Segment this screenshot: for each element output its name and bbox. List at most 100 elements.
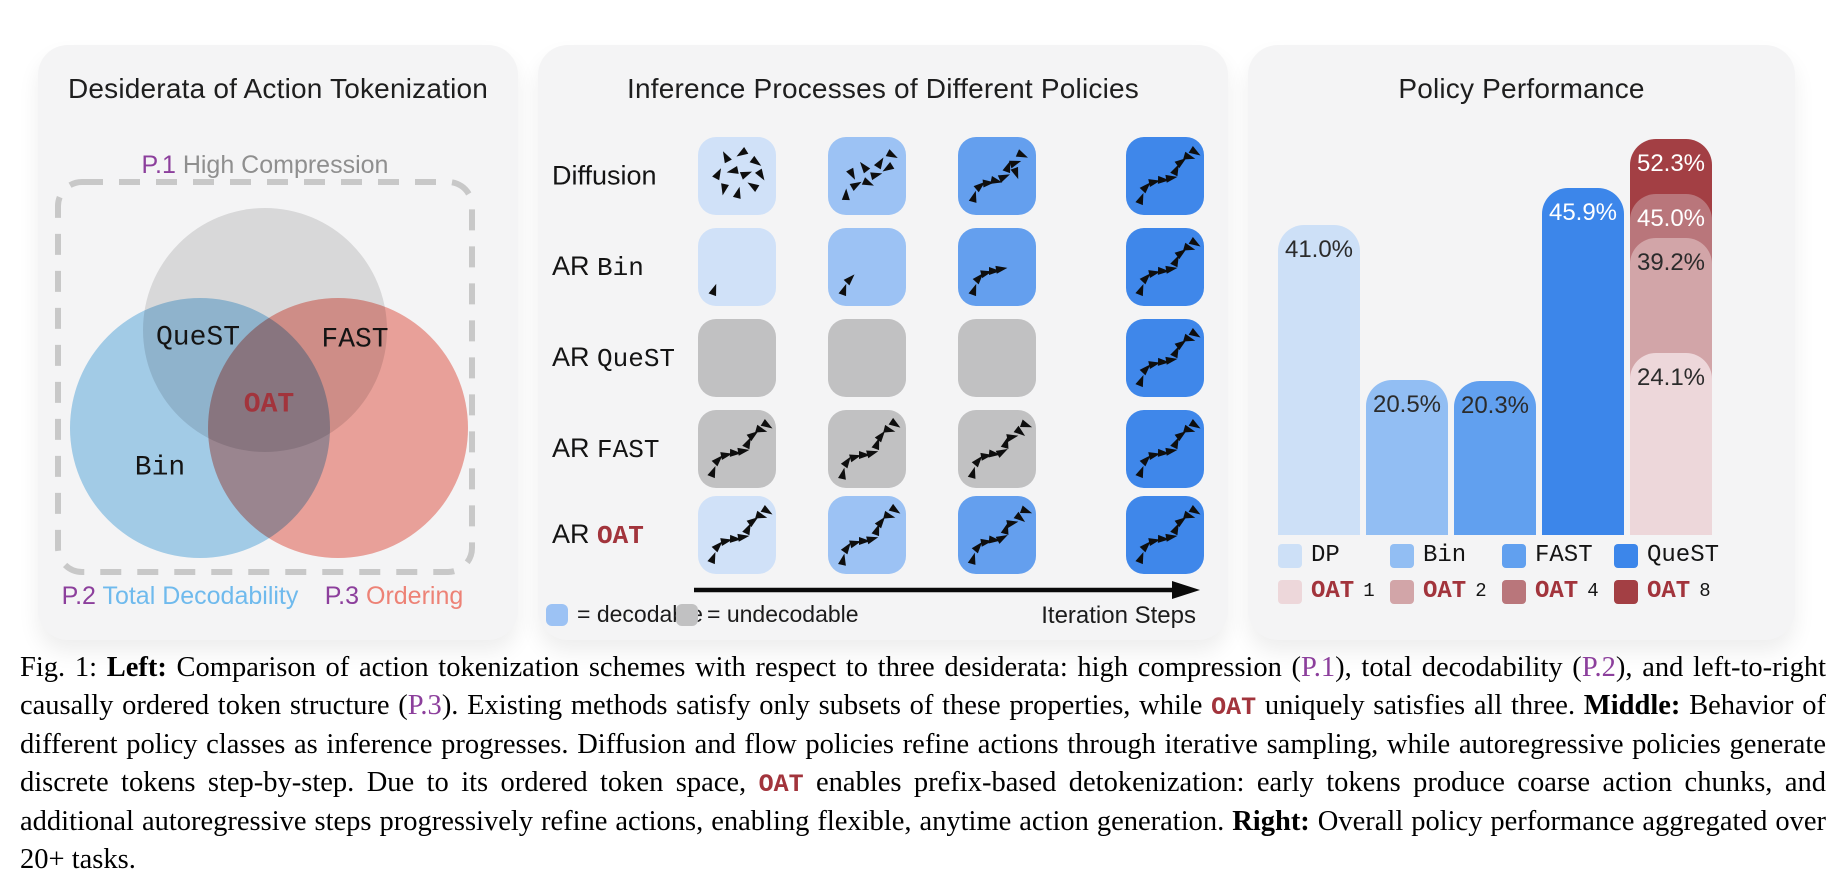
p1-text: High Compression bbox=[182, 151, 389, 179]
p3-text: Ordering bbox=[366, 582, 464, 610]
caption-text: ), total decodability ( bbox=[1335, 652, 1582, 683]
p3-number: P.3 bbox=[324, 582, 360, 610]
action-arrows-path_a bbox=[707, 418, 773, 479]
p2-total-decodability-label: P.2 Total Decodability bbox=[62, 582, 299, 611]
action-arrows-none bbox=[698, 319, 776, 397]
row-label-diffusion: Diffusion bbox=[552, 161, 657, 192]
legend-swatch-icon bbox=[1278, 543, 1302, 568]
legend-subscript: 8 bbox=[1699, 580, 1711, 602]
grid-cell-quest-step1 bbox=[698, 319, 776, 397]
dashed-boundary bbox=[55, 179, 475, 575]
legend-label: QueST bbox=[1647, 542, 1720, 569]
grid-cell-bin-step2 bbox=[828, 228, 906, 306]
legend-swatch-icon bbox=[1614, 579, 1638, 604]
caption-text: ). Existing methods satisfy only subsets… bbox=[441, 689, 1212, 721]
grid-cell-quest-step4 bbox=[1126, 319, 1204, 397]
bar-quest bbox=[1542, 187, 1624, 535]
action-arrows-scatter2 bbox=[841, 149, 898, 201]
bar-value-oat8: 52.3% bbox=[1636, 150, 1706, 178]
action-arrows-none bbox=[828, 319, 906, 397]
middle-panel-title: Inference Processes of Different Policie… bbox=[627, 73, 1139, 104]
bar-fast bbox=[1454, 381, 1536, 535]
row-label-oat: AR OAT bbox=[552, 519, 644, 551]
row-label-name: OAT bbox=[597, 521, 644, 551]
property-ref: P.1 bbox=[1301, 652, 1336, 683]
action-arrows-path_b bbox=[838, 503, 901, 566]
undecodable-label: = undecodable bbox=[707, 601, 859, 627]
bar-dp bbox=[1278, 224, 1360, 535]
grid-cell-oat-step2 bbox=[828, 496, 906, 574]
legend-item-quest: QueST bbox=[1614, 542, 1719, 569]
grid-cell-fast-step2 bbox=[828, 410, 906, 488]
grid-cell-bin-step1 bbox=[698, 228, 776, 306]
caption-text: Middle: bbox=[1583, 689, 1681, 721]
legend-swatch-icon bbox=[1502, 579, 1526, 604]
legend-label: OAT bbox=[1647, 578, 1691, 606]
grid-cell-quest-step3 bbox=[958, 319, 1036, 397]
row-label-name: FAST bbox=[597, 435, 660, 465]
legend-swatch-icon bbox=[1614, 543, 1638, 568]
bar-bin bbox=[1366, 379, 1448, 535]
legend-subscript: 1 bbox=[1363, 580, 1375, 602]
legend-swatch-icon bbox=[1390, 579, 1414, 604]
row-label-bin: AR Bin bbox=[552, 251, 644, 283]
legend-label: Bin bbox=[1423, 542, 1467, 569]
property-ref: P.2 bbox=[1581, 652, 1616, 683]
action-arrows-seed2 bbox=[838, 274, 855, 297]
grid-cell-diffusion-step1 bbox=[698, 137, 776, 215]
action-arrows-path_a bbox=[1135, 418, 1201, 479]
action-arrows-scatter3 bbox=[968, 149, 1028, 203]
legend-label: FAST bbox=[1535, 542, 1593, 569]
grid-cell-fast-step4 bbox=[1126, 410, 1204, 488]
legend-subscript: 2 bbox=[1475, 580, 1487, 602]
decodable-swatch-icon bbox=[546, 603, 568, 626]
action-arrows-scatter1 bbox=[712, 146, 765, 199]
venn-label-quest: QueST bbox=[155, 322, 241, 354]
oat-token: OAT bbox=[1211, 692, 1257, 722]
action-arrows-path_a bbox=[707, 504, 773, 565]
bar-value-dp: 41.0% bbox=[1284, 235, 1354, 263]
action-arrows-path_a bbox=[1135, 236, 1201, 297]
grid-cell-diffusion-step4 bbox=[1126, 137, 1204, 215]
grid-cell-oat-step4 bbox=[1126, 496, 1204, 574]
row-label-name: QueST bbox=[597, 344, 676, 374]
caption-text: Left: bbox=[106, 652, 167, 683]
right-panel-title: Policy Performance bbox=[1398, 73, 1645, 104]
caption-text: Overall policy performance aggregated ov… bbox=[20, 806, 1826, 875]
grid-cell-oat-step1 bbox=[698, 496, 776, 574]
left-panel-title: Desiderata of Action Tokenization bbox=[67, 73, 489, 104]
legend-item-bin: Bin bbox=[1390, 542, 1466, 569]
legend-item-dp: DP bbox=[1278, 542, 1340, 569]
row-label-prefix: AR bbox=[552, 433, 598, 463]
action-arrows-path_a bbox=[1135, 504, 1201, 565]
undecodable-swatch-icon bbox=[676, 603, 698, 626]
panel-desiderata: Desiderata of Action Tokenization P.1 Hi… bbox=[38, 45, 518, 640]
legend-label: OAT bbox=[1535, 578, 1579, 606]
property-ref: P.3 bbox=[407, 689, 442, 721]
row-label-name: Diffusion bbox=[552, 160, 657, 191]
legend-label: DP bbox=[1311, 542, 1340, 569]
panel-policy-performance: Policy Performance 41.0%20.5%20.3%45.9%5… bbox=[1248, 45, 1795, 640]
panel-inference-processes: Inference Processes of Different Policie… bbox=[538, 45, 1228, 640]
caption-text: Comparison of action tokenization scheme… bbox=[166, 652, 1302, 683]
grid-cell-bin-step4 bbox=[1126, 228, 1204, 306]
row-label-prefix: AR bbox=[552, 342, 598, 372]
iteration-steps-label: Iteration Steps bbox=[1041, 602, 1196, 629]
action-arrows-path_a bbox=[1135, 327, 1201, 388]
p1-number: P.1 bbox=[141, 151, 176, 179]
row-label-quest: AR QueST bbox=[552, 342, 675, 374]
grid-cell-diffusion-step2 bbox=[828, 137, 906, 215]
p3-ordering-label: P.3 Ordering bbox=[325, 582, 464, 611]
legend-undecodable: = undecodable bbox=[676, 601, 859, 628]
caption-text: ), and left-to-right causally ordered to… bbox=[20, 652, 1826, 721]
grid-cell-fast-step1 bbox=[698, 410, 776, 488]
bar-value-oat1: 24.1% bbox=[1636, 363, 1706, 391]
bar-oat1 bbox=[1630, 352, 1712, 535]
grid-cell-fast-step3 bbox=[958, 410, 1036, 488]
bar-value-oat2: 39.2% bbox=[1636, 249, 1706, 277]
figure-caption: Fig. 1: Left: Comparison of action token… bbox=[20, 649, 1826, 878]
grid-cell-quest-step2 bbox=[828, 319, 906, 397]
action-arrows-path_c bbox=[967, 419, 1033, 479]
